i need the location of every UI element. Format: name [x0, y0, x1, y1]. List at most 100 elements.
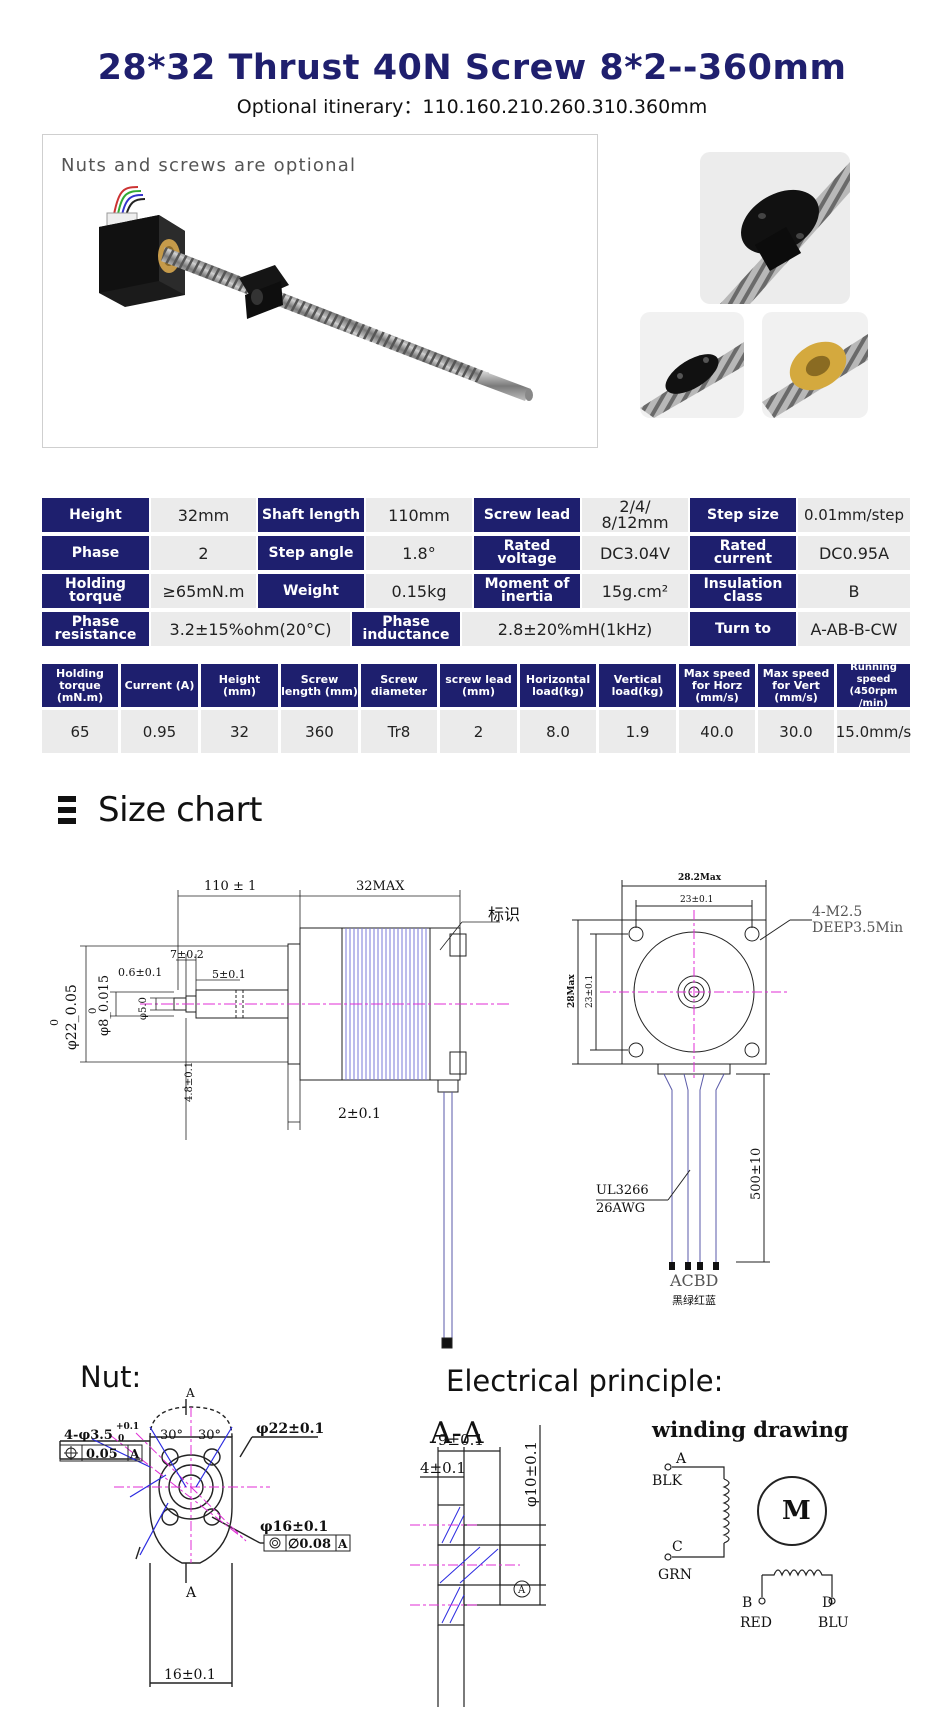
dim-width-hole: 23±0.1	[680, 895, 713, 905]
spec-v-rated-voltage: DC3.04V	[582, 536, 688, 570]
size-chart-drawing: 110 ± 1 32MAX 标识 7±0.2 0.6±0.1 5±0.1 φ22…	[48, 873, 903, 1349]
dim-phi22-top: 0	[48, 1019, 61, 1026]
nut-tol-lo: 0	[118, 1434, 124, 1444]
dim-height-hole: 23±0.1	[585, 975, 595, 1008]
spec-v-phase-inductance: 2.8±20%mH(1kHz)	[462, 612, 688, 646]
dim-d3: 5±0.1	[212, 968, 246, 981]
size-chart-heading: Size chart	[58, 790, 263, 830]
term-d: D	[822, 1595, 833, 1611]
winding-title: winding drawing	[651, 1417, 849, 1442]
spec-h-phase: Phase	[42, 536, 149, 570]
perf-h-9: Max speed for Vert (mm/s)	[758, 664, 834, 707]
term-c: C	[672, 1539, 683, 1555]
wire-colors: 黑绿红蓝	[672, 1293, 716, 1307]
nut-gdt1-ref: A	[129, 1447, 140, 1461]
spec-h-shaft-length: Shaft length	[258, 498, 364, 532]
perf-v-0: 65	[42, 710, 118, 753]
perf-h-6: Horizontal load(kg)	[520, 664, 596, 707]
spec-v-weight: 0.15kg	[366, 574, 472, 608]
term-blu: BLU	[818, 1615, 849, 1631]
nut-gdt1-value: 0.05	[86, 1447, 118, 1462]
term-red: RED	[740, 1615, 772, 1631]
spec-h-step-angle: Step angle	[258, 536, 364, 570]
perf-v-3: 360	[281, 710, 358, 753]
spec-h-rated-current: Rated current	[690, 536, 796, 570]
dim-d2: 0.6±0.1	[118, 966, 162, 979]
spec-h-inertia: Moment of inertia	[474, 574, 580, 608]
nut-angle-2: 30°	[198, 1428, 221, 1443]
perf-v-10: 15.0mm/s	[836, 710, 911, 753]
dim-d4: 4.8±0.1	[184, 1062, 195, 1102]
nut-photo-brass	[762, 312, 868, 418]
dim-9: 9±0.1	[438, 1431, 484, 1449]
photo-note: Nuts and screws are optional	[61, 155, 357, 176]
spec-h-step-size: Step size	[690, 498, 796, 532]
nut-angle-1: 30°	[160, 1428, 183, 1443]
size-chart-title: Size chart	[98, 790, 263, 830]
wire-awg: 26AWG	[596, 1201, 645, 1216]
perf-v-8: 40.0	[679, 710, 755, 753]
spec-v-step-size: 0.01mm/step	[798, 498, 910, 532]
term-blk: BLK	[652, 1473, 683, 1489]
perf-h-0: Holding torque (mN.m)	[42, 664, 118, 707]
perf-h-2: Height (mm)	[201, 664, 278, 707]
spec-h-insulation: Insulation class	[690, 574, 796, 608]
nut-title: Nut:	[80, 1360, 142, 1394]
page-title: 28*32 Thrust 40N Screw 8*2--360mm	[97, 48, 847, 88]
nut-width: 16±0.1	[164, 1667, 216, 1683]
spec-v-phase-resistance: 3.2±15%ohm(20°C)	[151, 612, 350, 646]
perf-v-5: 2	[440, 710, 517, 753]
wire-type: UL3266	[596, 1183, 649, 1198]
perf-h-8: Max speed for Horz (mm/s)	[679, 664, 755, 707]
wire-order: ACBD	[669, 1271, 718, 1290]
dim-phi5: φ5.0	[138, 997, 149, 1020]
spec-h-rated-voltage: Rated voltage	[474, 536, 580, 570]
perf-v-9: 30.0	[758, 710, 834, 753]
dim-phi10: φ10±0.1	[522, 1441, 540, 1507]
spec-v-insulation: B	[798, 574, 910, 608]
dim-holes: 4-M2.5	[812, 904, 862, 920]
electrical-title: Electrical principle:	[446, 1364, 724, 1398]
nut-phi16: φ16±0.1	[260, 1519, 328, 1535]
spec-v-screw-lead: 2/4/ 8/12mm	[582, 498, 688, 532]
spec-v-holding-torque: ≥65mN.m	[151, 574, 256, 608]
dim-body-length: 32MAX	[356, 879, 405, 894]
motor-render	[99, 186, 533, 401]
list-icon	[58, 796, 76, 824]
perf-h-5: screw lead (mm)	[440, 664, 517, 707]
term-b: B	[742, 1595, 752, 1611]
perf-v-2: 32	[201, 710, 278, 753]
spec-h-height: Height	[42, 498, 149, 532]
nut-tol-hi: +0.1	[116, 1422, 139, 1432]
nut-section-top: A	[185, 1387, 195, 1400]
dim-mark: 标识	[488, 905, 520, 924]
dim-depth: DEEP3.5Min	[812, 920, 903, 936]
spec-h-weight: Weight	[258, 574, 364, 608]
nut-photo-flange	[700, 152, 850, 304]
spec-h-phase-resistance: Phase resistance	[42, 612, 149, 646]
spec-h-screw-lead: Screw lead	[474, 498, 580, 532]
perf-v-6: 8.0	[520, 710, 596, 753]
term-grn: GRN	[658, 1567, 692, 1583]
page-subtitle: Optional itinerary：110.160.210.260.310.3…	[236, 96, 708, 118]
perf-v-1: 0.95	[121, 710, 198, 753]
perf-h-4: Screw diameter	[361, 664, 437, 707]
motor-symbol: M	[782, 1496, 811, 1526]
spec-v-shaft-length: 110mm	[366, 498, 472, 532]
dim-phi22: φ22_0.05	[64, 984, 80, 1050]
dim-phi8: φ8_0.015	[97, 975, 112, 1036]
spec-h-turn-to: Turn to	[690, 612, 796, 646]
dim-4: 4±0.1	[420, 1459, 466, 1477]
nut-holes: 4-φ3.5	[64, 1428, 113, 1443]
spec-h-phase-inductance: Phase inductance	[352, 612, 460, 646]
spec-h-holding-torque: Holding torque	[42, 574, 149, 608]
spec-v-turn-to: A-AB-B-CW	[798, 612, 910, 646]
dim-shaft-length: 110 ± 1	[204, 879, 256, 894]
spec-v-height: 32mm	[151, 498, 256, 532]
product-photo: Nuts and screws are optional	[42, 134, 598, 448]
perf-h-7: Vertical load(kg)	[599, 664, 676, 707]
performance-table: Holding torque (mN.m) Current (A) Height…	[0, 0, 944, 760]
dim-height-max: 28Max	[567, 974, 577, 1008]
dim-wire-length: 500±10	[749, 1148, 764, 1200]
perf-h-3: Screw length (mm)	[281, 664, 358, 707]
